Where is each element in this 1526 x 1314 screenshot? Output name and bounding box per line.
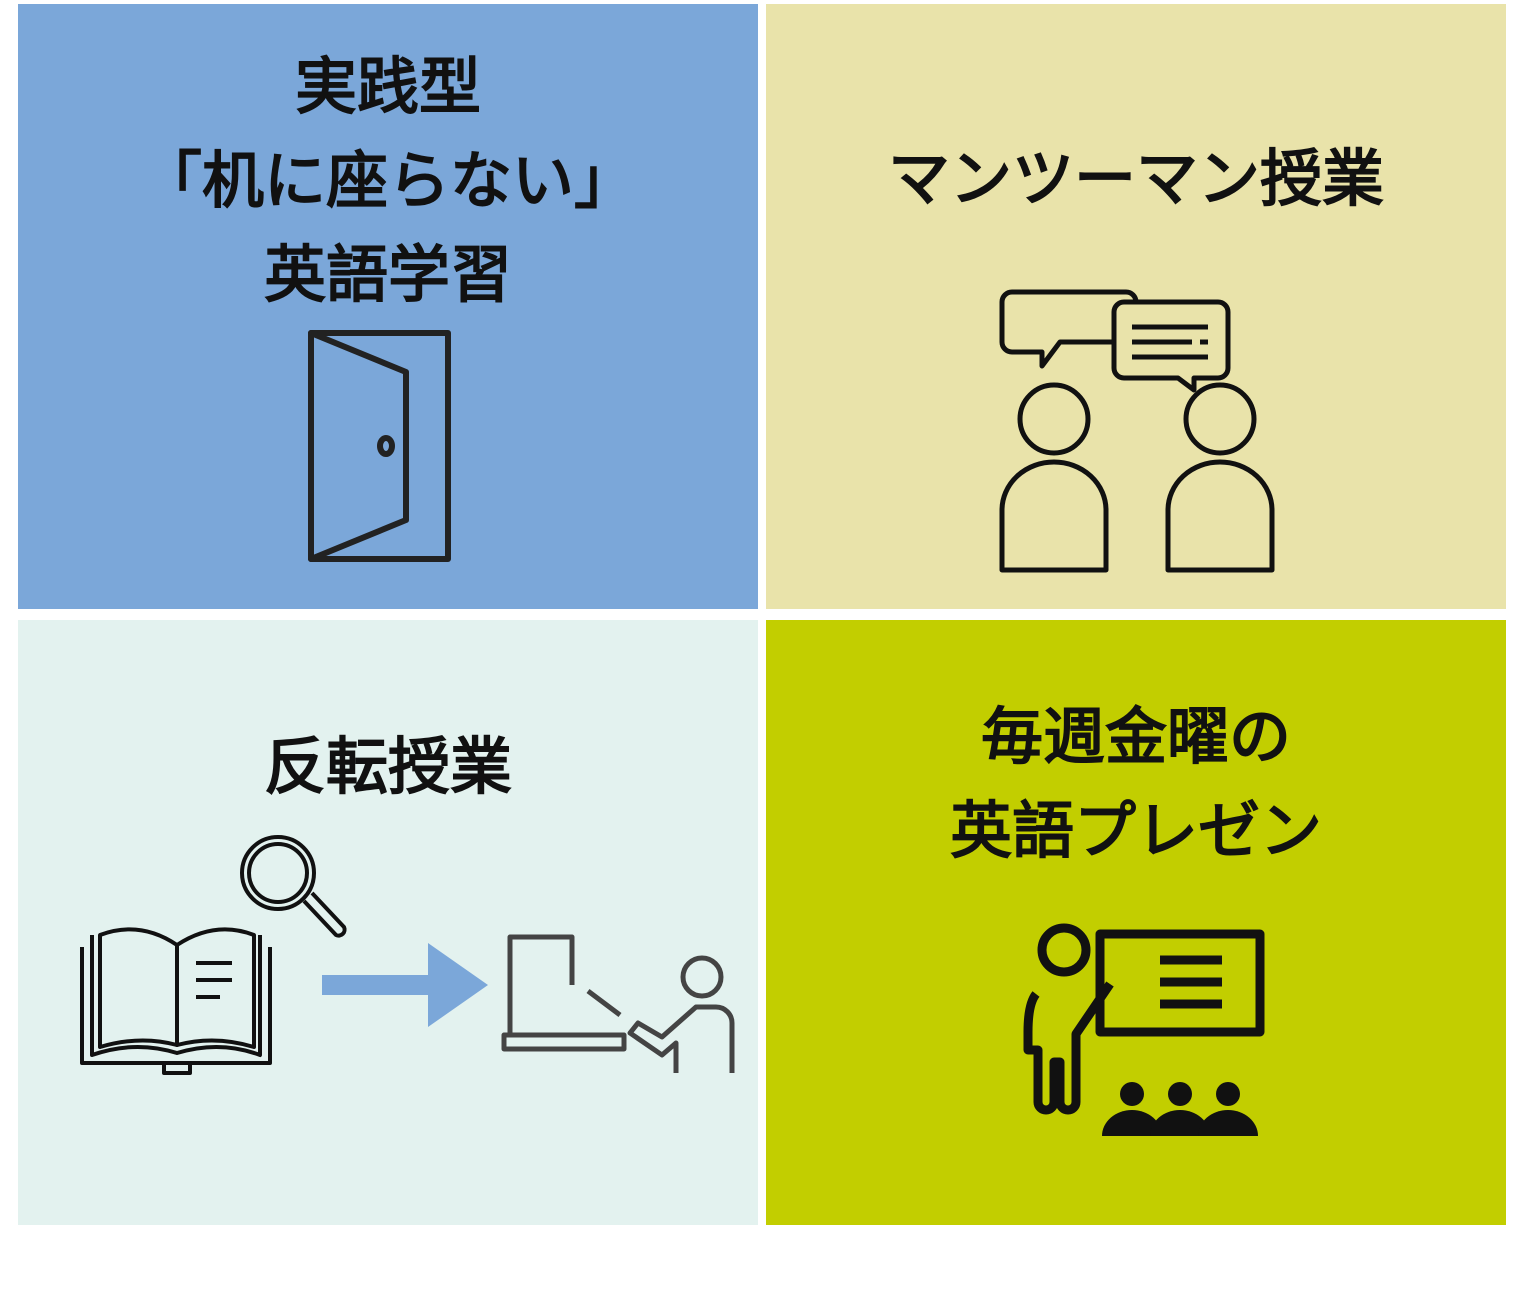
conversation-icon (999, 289, 1275, 573)
teacher-board-icon (501, 934, 735, 1073)
panel-title: マンツーマン授業 (766, 132, 1506, 226)
door-icon (308, 330, 451, 562)
panel-title: 反転授業 (18, 720, 758, 814)
presentation-icon (1023, 923, 1265, 1136)
title-line: マンツーマン授業 (887, 142, 1384, 215)
arrow-icon (322, 943, 488, 1027)
magnifier-icon (240, 835, 347, 938)
panel-one-on-one: マンツーマン授業 (766, 4, 1506, 609)
title-line: 毎週金曜の (980, 700, 1291, 773)
title-line: 英語プレゼン (949, 794, 1322, 867)
title-line: 英語学習 (263, 238, 512, 311)
flipped-classroom-icon (80, 835, 735, 1075)
panel-title: 実践型 「机に座らない」 英語学習 (18, 40, 758, 322)
title-line: 「机に座らない」 (139, 144, 636, 217)
panel-title: 毎週金曜の 英語プレゼン (766, 690, 1506, 878)
panel-friday-presentation: 毎週金曜の 英語プレゼン (766, 620, 1506, 1225)
title-line: 実践型 (294, 50, 481, 123)
panel-flipped-classroom: 反転授業 (18, 620, 758, 1225)
book-icon (80, 927, 272, 1075)
panel-practical-learning: 実践型 「机に座らない」 英語学習 (18, 4, 758, 609)
title-line: 反転授業 (263, 730, 512, 803)
